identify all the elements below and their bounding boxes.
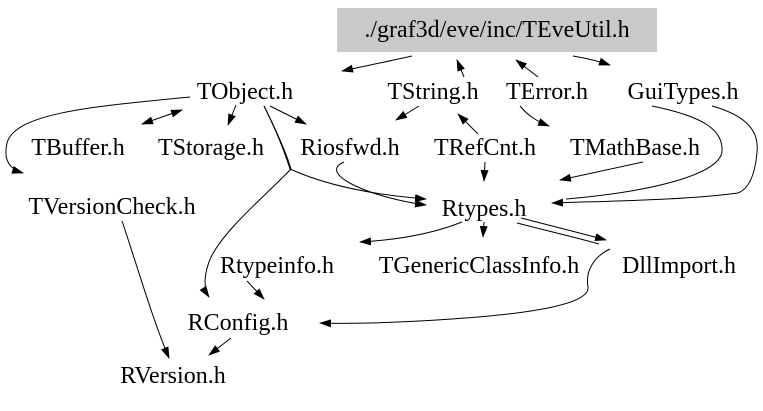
edge-riosfwd-to-rtypes	[336, 161, 427, 208]
node-tgenericclassinfo[interactable]: TGenericClassInfo.h	[379, 253, 580, 279]
edge-tobject-to-riosfwd	[269, 105, 307, 125]
node-riosfwd[interactable]: Riosfwd.h	[300, 135, 399, 161]
node-rtypes[interactable]: Rtypes.h	[442, 196, 527, 222]
edge-trefcnt-to-rtypes	[480, 161, 489, 182]
node-rconfig[interactable]: RConfig.h	[188, 310, 289, 336]
edge-guitypes-to-rtypes	[565, 105, 723, 200]
node-dllimport[interactable]: DllImport.h	[622, 253, 736, 279]
edge-rtypeinfo-to-rconfig	[246, 280, 265, 300]
edge-tobject-to-tversioncheck	[5, 96, 191, 174]
edge-rtypes-to-dllimport	[520, 217, 607, 241]
edge-terror-to-tmathbase	[519, 105, 550, 127]
node-guitypes[interactable]: GuiTypes.h	[628, 79, 739, 105]
node-tmathbase[interactable]: TMathBase.h	[570, 135, 700, 161]
edge-tbuffer-to-tobject-bidirectional	[141, 109, 183, 125]
edge-dllimport-to-rconfig	[319, 248, 611, 328]
edge-rtypes-to-rtypeinfo	[359, 221, 463, 246]
edge-tobject-to-tstorage	[227, 104, 237, 126]
edges-layer	[5, 55, 758, 359]
edge-tstring-to-eveutil	[456, 59, 465, 78]
node-tstring[interactable]: TString.h	[387, 79, 478, 105]
root-node-box	[337, 8, 657, 52]
node-tobject[interactable]: TObject.h	[197, 79, 293, 105]
node-rtypeinfo[interactable]: Rtypeinfo.h	[220, 253, 334, 279]
edge-terror-to-eveutil	[515, 59, 539, 78]
edge-tstring-to-riosfwd	[395, 105, 420, 121]
edge-rconfig-to-rversion	[208, 337, 232, 356]
edge-tobject-to-rconfig	[199, 105, 292, 298]
edge-eveutil-to-guitypes	[572, 55, 611, 66]
node-rversion[interactable]: RVersion.h	[120, 363, 225, 389]
edge-rtypes-to-dllimport	[516, 222, 600, 245]
node-tversioncheck[interactable]: TVersionCheck.h	[28, 194, 195, 220]
node-terror[interactable]: TError.h	[506, 79, 588, 105]
node-trefcnt[interactable]: TRefCnt.h	[434, 135, 536, 161]
edge-trefcnt-to-tstring	[457, 113, 479, 135]
edge-eveutil-to-tobject	[341, 55, 413, 73]
node-eveutil-root[interactable]: ./graf3d/eve/inc/TEveUtil.h	[364, 17, 629, 43]
node-tstorage[interactable]: TStorage.h	[158, 135, 264, 161]
edge-rtypes-to-tgenericclassinfo	[479, 221, 488, 238]
node-tbuffer[interactable]: TBuffer.h	[31, 135, 125, 161]
edge-guitypes-to-rtypes	[551, 105, 758, 207]
edge-tversioncheck-to-rversion	[121, 220, 170, 359]
edge-tmathbase-to-rtypes	[559, 161, 644, 182]
